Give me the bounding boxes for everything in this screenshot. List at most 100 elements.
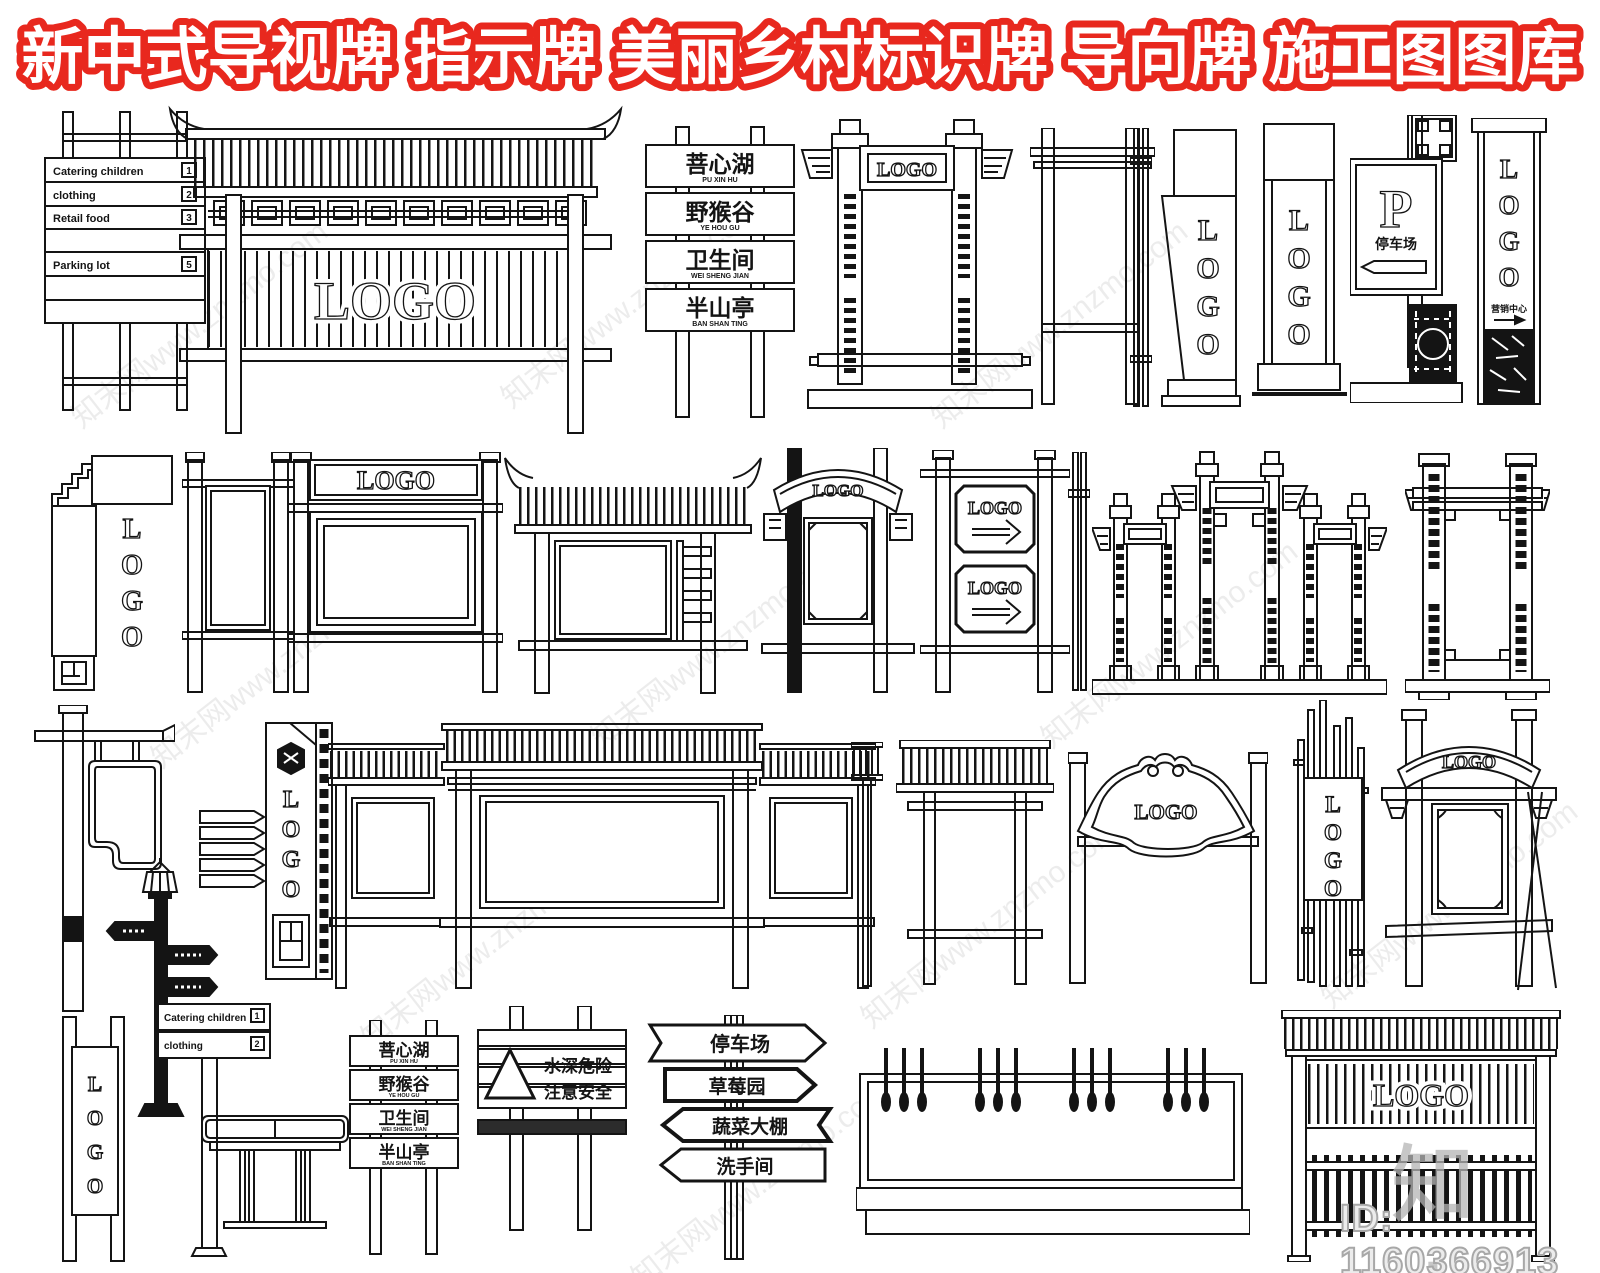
- logo-letter: G: [87, 1140, 103, 1164]
- sign-cloud-board: LOGO: [1068, 752, 1268, 984]
- logo-letter: L: [1289, 204, 1309, 237]
- logo-text: LOGO: [968, 578, 1022, 598]
- plank-cn: 野猴谷: [379, 1074, 431, 1094]
- directory-row-num: 2: [186, 190, 192, 201]
- plank-py: PU XIN HU: [390, 1059, 418, 1065]
- logo-letter: G: [1498, 226, 1519, 256]
- logo-letter: G: [121, 586, 143, 617]
- logo-letter: G: [1287, 280, 1310, 313]
- sign-hex-totem: L O G O: [199, 722, 333, 980]
- logo-letter: L: [1198, 214, 1218, 247]
- sign-arrow-post: 停车场 草莓园 蔬菜大棚 洗手间: [647, 1015, 834, 1260]
- parking-label: 停车场: [1375, 236, 1417, 252]
- plank-py: YE HOU GU: [700, 225, 739, 232]
- logo-letter: L: [123, 514, 142, 545]
- sign-roof-stand: [896, 740, 1054, 985]
- directory-row-label: Parking lot: [53, 260, 110, 272]
- sign-bamboo-totem: L O G O: [1293, 700, 1369, 987]
- plank-py: WEI SHENG JIAN: [691, 273, 749, 280]
- sign-parking-totem: P 停车场: [1350, 115, 1463, 403]
- pin-group: [881, 1048, 1209, 1112]
- directory-row-label: clothing: [53, 190, 96, 202]
- marketing-label: 营销中心: [1491, 303, 1527, 314]
- plank-cn: 卫生间: [686, 247, 755, 273]
- sign-table-stand: [201, 1115, 349, 1229]
- sign-hanging-board: [34, 705, 175, 1012]
- logo-text: LOGO: [812, 481, 863, 500]
- sign-directory-small: Catering children 1 clothing 2: [157, 1003, 271, 1257]
- sign-gateway-logo: LOGO: [800, 119, 1033, 409]
- arrow-label: 蔬菜大棚: [712, 1115, 788, 1138]
- sign-totem-logo: L O G O: [1252, 123, 1347, 396]
- parking-p-text: P: [1380, 179, 1413, 239]
- directory-row-num: 3: [186, 213, 192, 224]
- sign-directory-large: Catering children 1 clothing 2 Retail fo…: [44, 111, 206, 411]
- sign-warning-board: 水深危险 注意安全: [477, 1006, 627, 1231]
- sign-panel-posts: [182, 452, 294, 693]
- sign-logo-noticeboard: LOGO: [288, 452, 503, 693]
- sign-roof-noticeboard: [504, 457, 762, 694]
- logo-letter: G: [282, 847, 301, 873]
- sign-single-gateway: [1405, 453, 1550, 700]
- logo-letter: O: [1498, 262, 1519, 292]
- logo-letter: O: [121, 550, 143, 581]
- logo-letter: O: [1196, 328, 1219, 361]
- sign-fence-board: LOGO LOGO: [1281, 1010, 1561, 1262]
- directory-row-label: clothing: [164, 1041, 203, 1052]
- logo-text: LOGO: [1442, 752, 1496, 772]
- sign-triple-paifang: [1092, 451, 1387, 695]
- sign-vertical-logo-board: L O G O: [62, 1016, 125, 1262]
- logo-letter: L: [1500, 154, 1518, 184]
- sign-double-arrow-logo: LOGO LOGO: [920, 450, 1070, 693]
- logo-text: LOGO: [1373, 1077, 1469, 1113]
- logo-letter: O: [1498, 190, 1519, 220]
- sign-crackle-totem: L O G O 营销中心: [1471, 118, 1547, 405]
- sign-plank-stack: 菩心湖 PU XIN HU 野猴谷 YE HOU GU 卫生间 WEI SHEN…: [349, 1020, 459, 1255]
- sign-side-post: [1068, 452, 1090, 691]
- plank-py: WEI SHENG JIAN: [381, 1127, 427, 1133]
- logo-letter: L: [283, 787, 299, 813]
- sign-slant-totem: L O G O: [1160, 129, 1241, 407]
- directory-row-num: 5: [186, 260, 192, 271]
- logo-letter: O: [1287, 318, 1310, 351]
- plank-cn: 半山亭: [379, 1142, 430, 1162]
- logo-text: LOGO: [314, 271, 476, 331]
- sign-roof-post-side: [851, 742, 883, 987]
- plank-cn: 卫生间: [379, 1108, 430, 1128]
- sign-l-totem: L O G O: [51, 455, 173, 691]
- logo-letter: O: [1196, 252, 1219, 285]
- logo-text: LOGO: [357, 466, 435, 495]
- directory-row-num: 1: [254, 1011, 259, 1021]
- logo-letter: L: [1325, 792, 1340, 817]
- logo-letter: O: [1324, 876, 1342, 901]
- directory-row-num: 2: [254, 1039, 259, 1049]
- plank-py: BAN SHAN TING: [382, 1161, 426, 1167]
- plank-py: PU XIN HU: [702, 177, 737, 184]
- logo-text: LOGO: [1134, 800, 1197, 824]
- warning-line1: 水深危险: [544, 1056, 613, 1076]
- plank-cn: 半山亭: [686, 295, 755, 321]
- logo-letter: G: [1324, 848, 1342, 873]
- logo-letter: O: [87, 1174, 103, 1198]
- sign-side-post: [1130, 128, 1152, 407]
- sign-triple-roof-board: [328, 723, 876, 989]
- page-title: 新中式导视牌 指示牌 美丽乡村标识牌 导向牌 施工图图库: [15, 16, 1586, 99]
- plank-cn: 菩心湖: [686, 151, 755, 177]
- logo-text: LOGO: [968, 498, 1022, 518]
- plank-cn: 菩心湖: [379, 1041, 430, 1060]
- plank-py: BAN SHAN TING: [692, 321, 748, 328]
- logo-letter: L: [88, 1072, 102, 1096]
- sign-arch-panel: LOGO: [761, 448, 915, 693]
- directory-row-num: 1: [186, 166, 192, 177]
- arrow-label: 停车场: [710, 1032, 770, 1056]
- plank-py: YE HOU GU: [389, 1093, 420, 1099]
- arrow-label: 洗手间: [716, 1155, 773, 1178]
- logo-letter: O: [282, 817, 301, 843]
- plank-cn: 野猴谷: [686, 199, 756, 225]
- logo-text: LOGO: [1373, 1077, 1469, 1113]
- sign-roof-logo-board: LOGO LOGO: [168, 105, 623, 434]
- sign-plank-stack: 菩心湖 PU XIN HU 野猴谷 YE HOU GU 卫生间 WEI SHEN…: [645, 126, 795, 418]
- watermark-image-id: ID: 1160366913: [1339, 1197, 1560, 1273]
- logo-text: LOGO: [877, 159, 937, 181]
